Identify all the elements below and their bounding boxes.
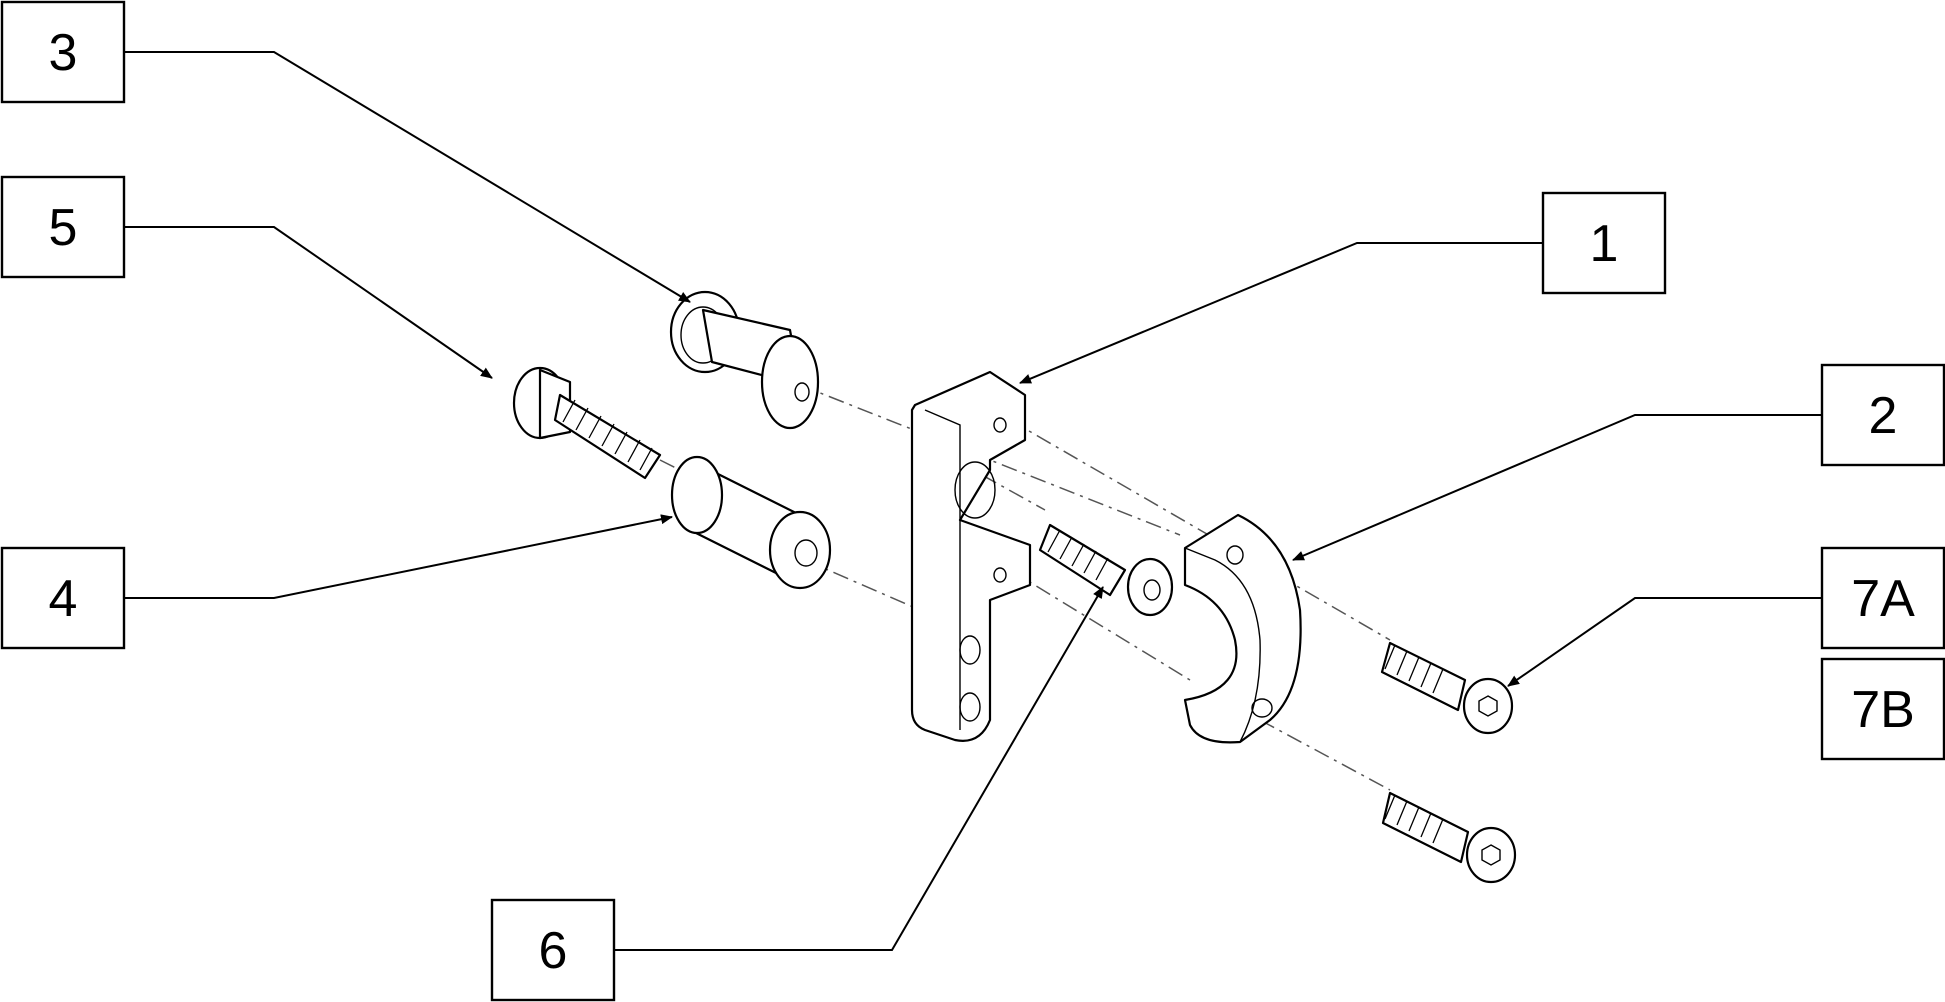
part-7-socket-screws bbox=[1380, 641, 1517, 884]
leader-1 bbox=[1019, 242, 1543, 384]
callout-4: 4 bbox=[0, 546, 126, 650]
leader-2 bbox=[1292, 414, 1822, 561]
leader-4 bbox=[124, 514, 673, 599]
leader-3 bbox=[124, 51, 691, 303]
axis-bolt-5 bbox=[659, 459, 691, 476]
part-3-flanged-pin bbox=[669, 290, 820, 430]
callout-6-label: 6 bbox=[539, 922, 568, 980]
callout-5-label: 5 bbox=[49, 199, 78, 257]
callout-7a-label: 7A bbox=[1851, 570, 1915, 628]
callout-2-label: 2 bbox=[1869, 387, 1898, 445]
axis-lower-screw bbox=[1259, 719, 1391, 791]
callout-1-label: 1 bbox=[1590, 215, 1619, 273]
axis-center-screw bbox=[954, 459, 1046, 511]
leader-7 bbox=[1507, 597, 1822, 687]
assembly-axes bbox=[659, 384, 1391, 791]
callout-3: 3 bbox=[0, 0, 126, 104]
callout-4-label: 4 bbox=[49, 570, 78, 628]
part-2-clamp bbox=[1183, 513, 1302, 744]
axis-bottom-screw bbox=[1009, 569, 1191, 681]
callout-6: 6 bbox=[490, 898, 616, 1002]
part-4-spacer bbox=[670, 455, 832, 590]
callout-5: 5 bbox=[0, 175, 126, 279]
callout-7b-label: 7B bbox=[1851, 681, 1915, 739]
leader-5 bbox=[124, 226, 493, 379]
callout-2: 2 bbox=[1820, 363, 1945, 467]
part-6-countersunk-screw bbox=[1038, 523, 1174, 617]
part-1-bracket bbox=[910, 370, 1032, 742]
part-5-socket-bolt bbox=[512, 366, 662, 480]
leader-lines bbox=[124, 51, 1822, 951]
callout-7a: 7A bbox=[1820, 546, 1945, 650]
axis-top-screw bbox=[1009, 419, 1391, 641]
callout-3-label: 3 bbox=[49, 24, 78, 82]
axis-spacer bbox=[804, 559, 921, 611]
callout-7b: 7B bbox=[1820, 657, 1945, 761]
leader-6 bbox=[614, 586, 1104, 951]
axis-upper-pin bbox=[799, 384, 1181, 536]
callout-1: 1 bbox=[1541, 191, 1667, 295]
